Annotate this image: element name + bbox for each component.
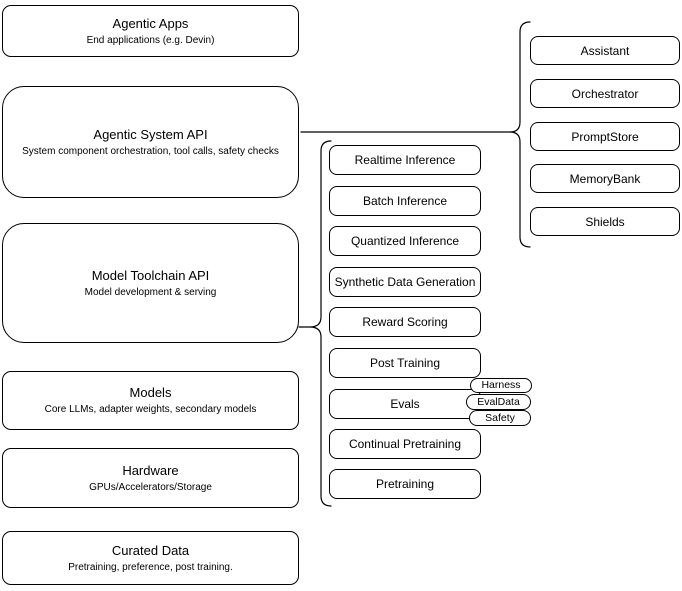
toolchain-item-label: Evals	[390, 397, 420, 411]
toolchain-item-reward-scoring: Reward Scoring	[329, 307, 481, 337]
box-subtitle: Pretraining, preference, post training.	[68, 561, 233, 573]
eval-tag-label: EvalData	[477, 395, 520, 408]
toolchain-item-continual-pretraining: Continual Pretraining	[329, 429, 481, 459]
component-label: Orchestrator	[571, 86, 639, 101]
toolchain-item-synthetic-data-generation: Synthetic Data Generation	[329, 267, 481, 297]
toolchain-item-post-training: Post Training	[329, 348, 481, 378]
toolchain-item-label: Pretraining	[375, 477, 435, 491]
toolchain-item-batch-inference: Batch Inference	[329, 186, 481, 216]
component-label: Assistant	[580, 43, 630, 58]
toolchain-item-label: Batch Inference	[362, 194, 448, 208]
box-title: Model Toolchain API	[91, 267, 210, 283]
component-label: Shields	[585, 214, 625, 229]
box-models: Models Core LLMs, adapter weights, secon…	[2, 371, 299, 430]
box-subtitle: System component orchestration, tool cal…	[22, 145, 279, 157]
component-shields: Shields	[530, 207, 680, 236]
eval-tag-safety: Safety	[469, 410, 531, 426]
toolchain-item-evals: Evals	[329, 389, 481, 419]
toolchain-item-label: Post Training	[369, 356, 441, 370]
component-assistant: Assistant	[530, 36, 680, 65]
component-memorybank: MemoryBank	[530, 164, 680, 193]
box-title: Agentic System API	[93, 126, 208, 142]
box-title: Hardware	[122, 462, 179, 478]
component-label: MemoryBank	[569, 171, 641, 186]
box-agentic-apps: Agentic Apps End applications (e.g. Devi…	[2, 5, 299, 57]
box-agentic-system-api: Agentic System API System component orch…	[2, 86, 299, 198]
component-orchestrator: Orchestrator	[530, 79, 680, 108]
box-subtitle: End applications (e.g. Devin)	[86, 34, 215, 46]
toolchain-item-label: Synthetic Data Generation	[334, 275, 476, 289]
box-curated-data: Curated Data Pretraining, preference, po…	[2, 531, 299, 585]
toolchain-items-brace	[309, 140, 332, 507]
box-title: Agentic Apps	[112, 15, 189, 31]
system-components-brace	[509, 21, 531, 248]
component-label: PromptStore	[571, 129, 639, 144]
toolchain-item-realtime-inference: Realtime Inference	[329, 145, 481, 175]
toolchain-item-label: Realtime Inference	[354, 153, 456, 167]
component-promptstore: PromptStore	[530, 122, 680, 151]
box-subtitle: Core LLMs, adapter weights, secondary mo…	[44, 404, 257, 415]
toolchain-item-label: Quantized Inference	[350, 234, 460, 248]
eval-tag-label: Safety	[485, 411, 515, 424]
box-model-toolchain-api: Model Toolchain API Model development & …	[2, 223, 299, 343]
toolchain-item-pretraining: Pretraining	[329, 469, 481, 499]
eval-tag-harness: Harness	[470, 378, 532, 393]
toolchain-item-label: Continual Pretraining	[348, 437, 462, 451]
toolchain-item-label: Reward Scoring	[362, 315, 448, 329]
box-subtitle: GPUs/Accelerators/Storage	[89, 481, 212, 493]
box-subtitle: Model development & serving	[84, 286, 217, 298]
box-title: Curated Data	[111, 542, 190, 558]
eval-tag-label: Harness	[481, 379, 521, 392]
eval-tag-evaldata: EvalData	[466, 394, 531, 410]
toolchain-item-quantized-inference: Quantized Inference	[329, 226, 481, 256]
box-title: Models	[129, 385, 172, 400]
box-hardware: Hardware GPUs/Accelerators/Storage	[2, 448, 299, 508]
